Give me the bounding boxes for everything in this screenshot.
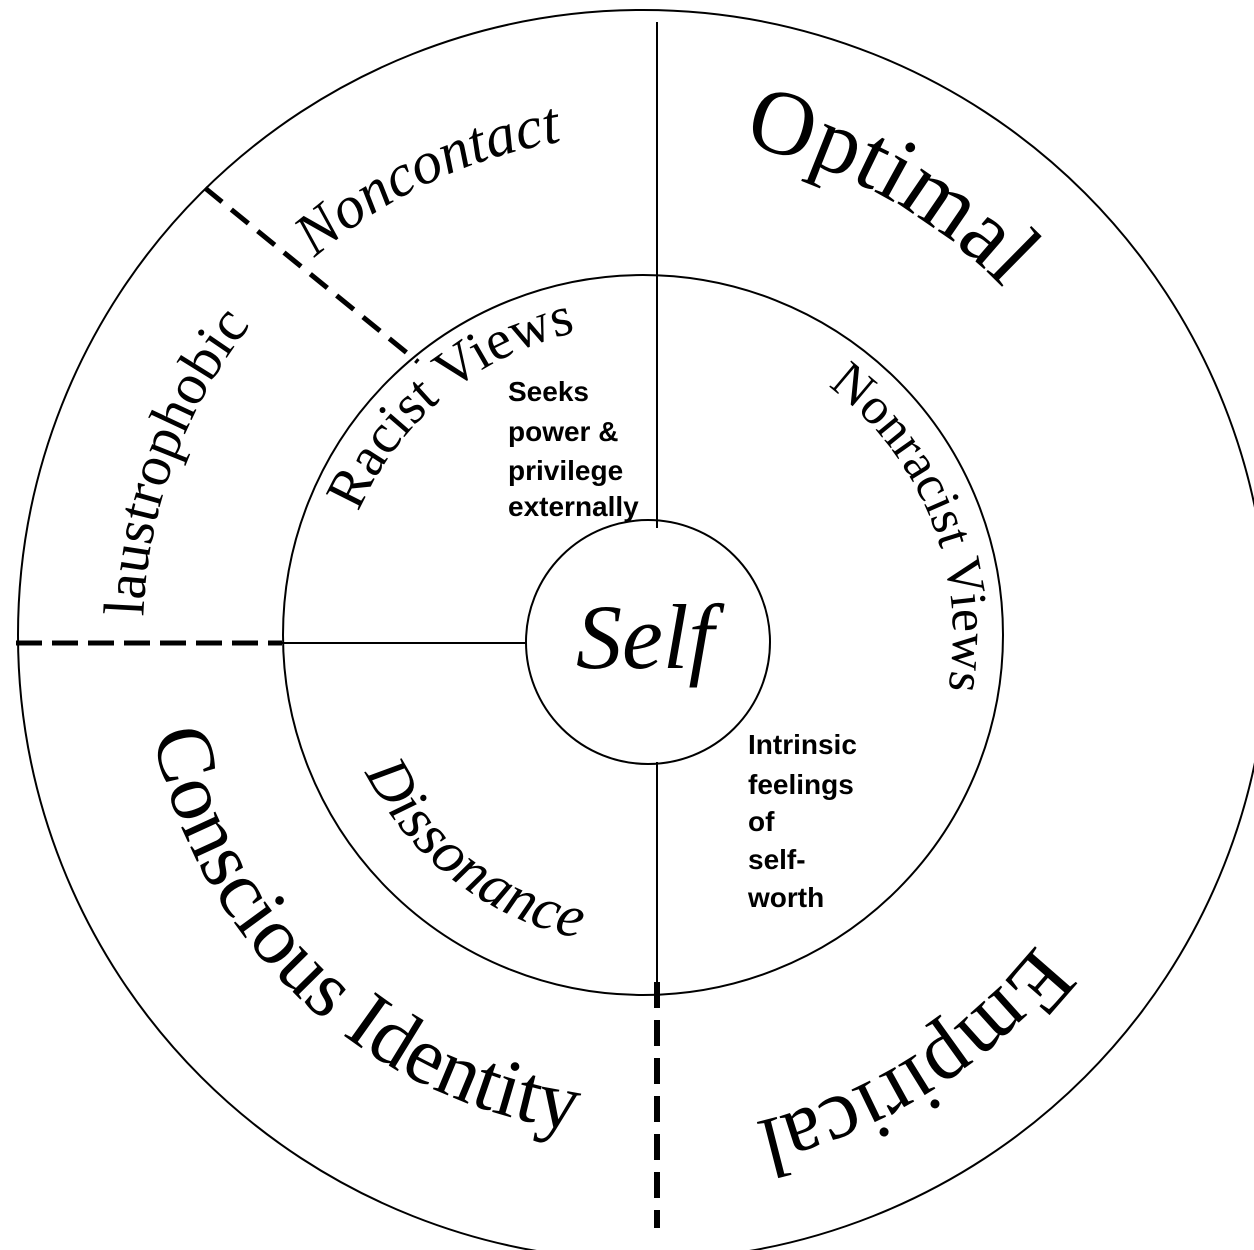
outer-circle xyxy=(17,9,1254,1250)
note-seeks-power: Seeks power & privilege externally xyxy=(508,376,639,522)
middle-circle xyxy=(282,274,1004,996)
note-intrinsic-line-2: feelings xyxy=(748,769,854,800)
label-optimal: Optimal xyxy=(738,65,1061,302)
label-dissonance: Dissonance xyxy=(353,745,592,951)
note-intrinsic-line-1: Intrinsic xyxy=(748,729,857,760)
note-intrinsic-line-3: of xyxy=(748,806,775,837)
center-label: Self xyxy=(576,586,725,688)
note-seeks-line-2: power & xyxy=(508,416,618,447)
label-nonracist-views: Nonracist Views xyxy=(820,351,998,696)
note-intrinsic-line-5: worth xyxy=(747,882,824,913)
label-claustrophobic: Claustrophobic xyxy=(0,0,261,617)
label-noncontact: Noncontact xyxy=(280,89,565,268)
note-seeks-line-3: privilege xyxy=(508,455,623,486)
note-seeks-line-1: Seeks xyxy=(508,376,589,407)
note-intrinsic-worth: Intrinsic feelings of self- worth xyxy=(747,729,865,913)
note-intrinsic-line-4: self- xyxy=(748,844,806,875)
note-seeks-line-4: externally xyxy=(508,491,639,522)
dashed-divider-claustrophobic xyxy=(203,186,420,364)
label-empirical: Empirical xyxy=(750,932,1094,1197)
